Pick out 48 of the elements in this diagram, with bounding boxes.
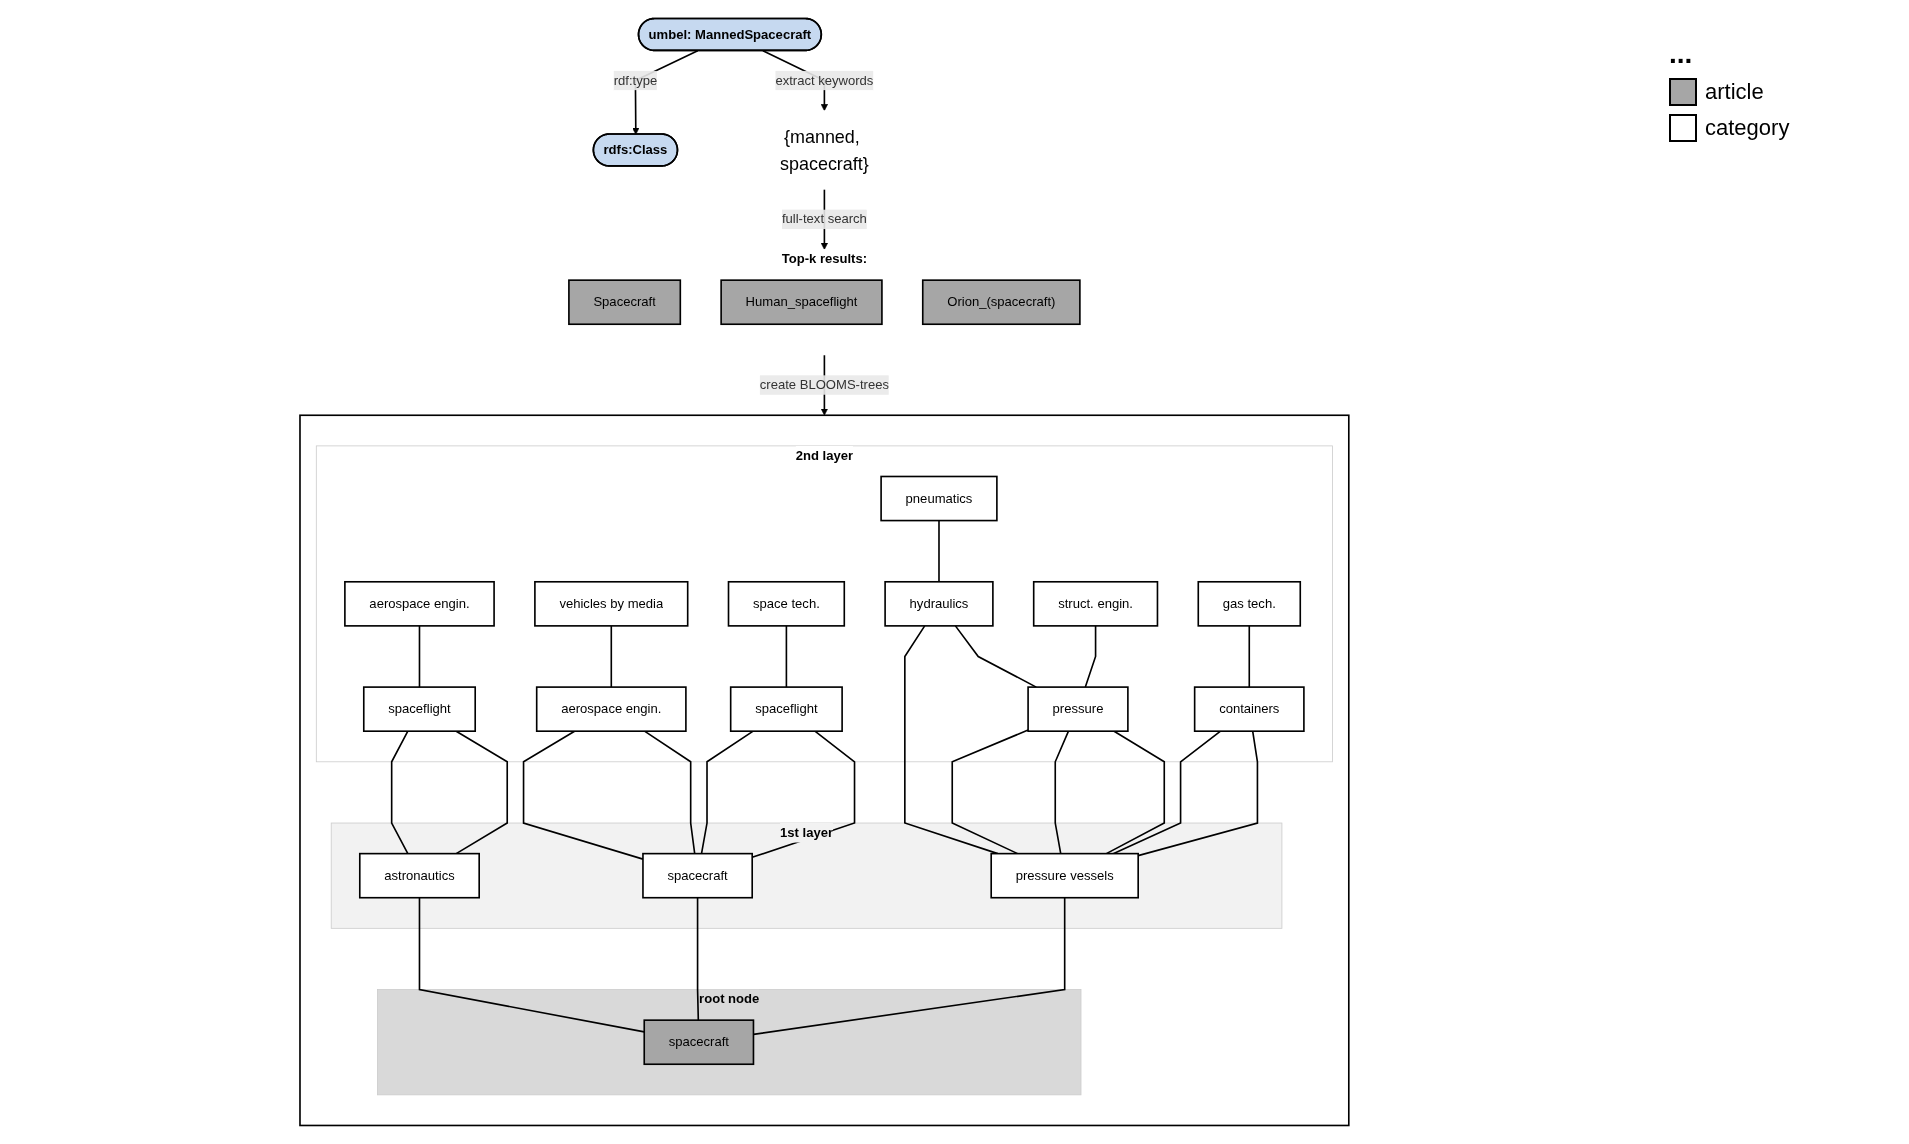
connector xyxy=(455,730,509,855)
node-box: aerospace engin. xyxy=(536,686,687,732)
edge-label: rdf:type xyxy=(613,73,658,88)
node-box: aerospace engin. xyxy=(344,581,495,627)
node-text: {manned, spacecraft} xyxy=(780,126,869,174)
ellipsis-note: ... xyxy=(1669,38,1694,70)
connector xyxy=(1137,730,1259,857)
node-box: spacecraft xyxy=(642,852,754,899)
connector xyxy=(1105,730,1166,855)
connector xyxy=(696,896,700,1021)
node-box: struct. engin. xyxy=(1033,581,1159,627)
node-box: pneumatics xyxy=(880,475,998,522)
connector xyxy=(1054,730,1070,855)
connector xyxy=(643,730,696,855)
node-box: spaceflight xyxy=(729,686,844,732)
node-box: spaceflight xyxy=(363,686,477,732)
connector xyxy=(954,625,1038,688)
node-box: pressure xyxy=(1027,686,1129,732)
connector xyxy=(1248,625,1251,688)
node-box: Orion_(spacecraft) xyxy=(922,279,1081,326)
node-box: gas tech. xyxy=(1197,581,1302,627)
node-box: astronautics xyxy=(359,852,481,899)
connector xyxy=(785,625,788,688)
connector xyxy=(522,730,644,860)
node-box: space tech. xyxy=(727,581,846,627)
node-box: Human_spaceflight xyxy=(720,279,883,326)
connector xyxy=(938,519,940,583)
edge-label: full-text search xyxy=(782,212,867,226)
connector xyxy=(390,730,409,855)
node-box: pressure vessels xyxy=(990,852,1140,899)
cluster xyxy=(299,414,1350,1127)
connector xyxy=(1112,730,1222,855)
node-box: vehicles by media xyxy=(534,581,689,627)
connector xyxy=(700,730,755,855)
node-box: Spacecraft xyxy=(568,279,682,326)
legend-label: article xyxy=(1705,79,1764,105)
connector xyxy=(1084,625,1097,688)
connector xyxy=(951,729,1029,855)
connector xyxy=(610,625,613,688)
node-box: spacecraft xyxy=(643,1019,755,1066)
edge-label: create BLOOMS-trees xyxy=(759,377,890,392)
legend-label: category xyxy=(1705,115,1790,141)
edge-label: extract keywords xyxy=(775,73,874,88)
node-box: hydraulics xyxy=(884,581,994,627)
node-box: containers xyxy=(1193,686,1305,732)
connector xyxy=(904,625,999,855)
connector xyxy=(418,625,421,688)
node-text: Top-k results: xyxy=(781,252,868,266)
